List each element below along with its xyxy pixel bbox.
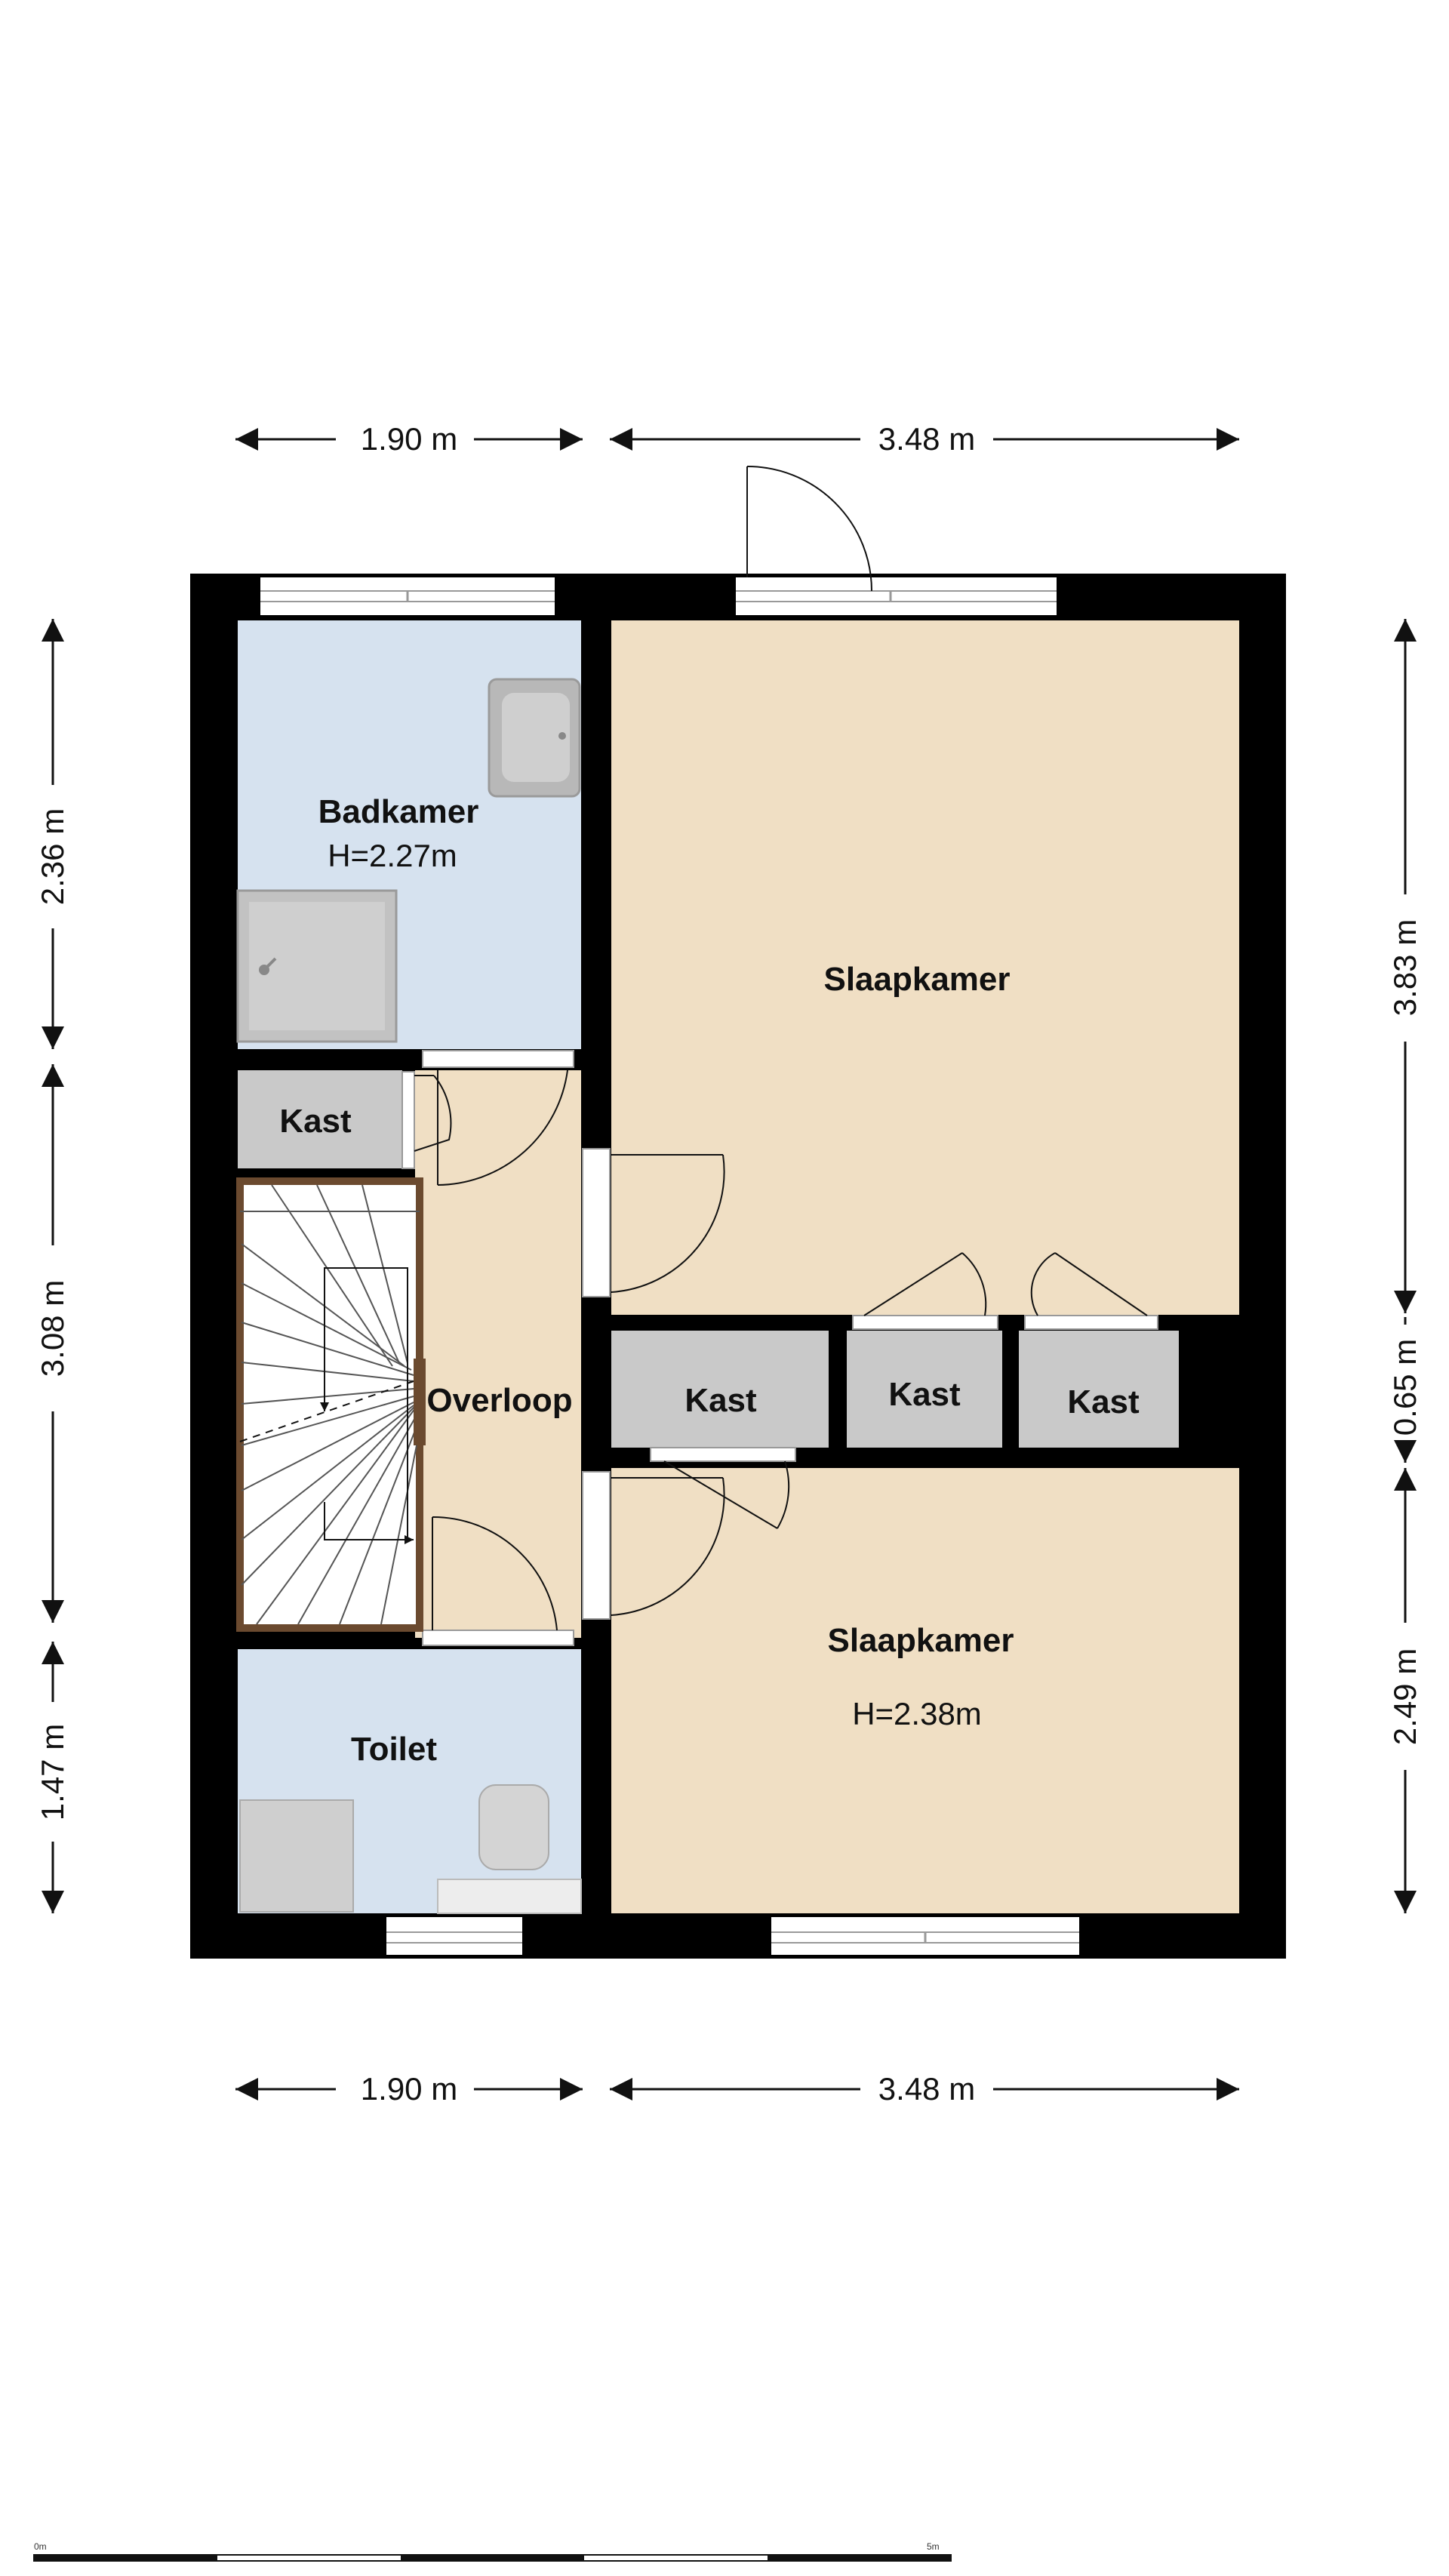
dim-top-left: 1.90 m	[361, 421, 457, 457]
doors	[401, 466, 1158, 1646]
scale-end: 5m	[927, 2541, 940, 2552]
door-slaapkamer-top	[582, 1148, 725, 1297]
room-kast-mid-3	[1019, 1331, 1179, 1448]
dim-bottom-right: 3.48 m	[878, 2071, 975, 2107]
label-slaapkamer-top: Slaapkamer	[823, 961, 1010, 998]
room-kast-mid-1	[611, 1331, 829, 1448]
dim-right-1: 3.83 m	[1387, 919, 1423, 1016]
dim-right-2: 0.65 m	[1387, 1339, 1423, 1436]
toilet-bowl-icon	[437, 1784, 582, 1914]
dimension-top: 1.90 m 3.48 m	[235, 421, 1239, 457]
door-kast-mid-3	[1024, 1252, 1158, 1330]
window-slaapkamer-bottom	[771, 1917, 1079, 1955]
label-overloop: Overloop	[426, 1382, 572, 1419]
room-overloop	[415, 1070, 581, 1638]
door-slaapkamer-bottom	[582, 1471, 725, 1620]
dim-left-2: 3.08 m	[35, 1280, 70, 1377]
shower-icon	[236, 889, 398, 1043]
label-slaapkamer-bottom: Slaapkamer	[827, 1622, 1014, 1659]
height-slaapkamer-bottom: H=2.38m	[852, 1696, 982, 1731]
window-toilet	[386, 1917, 522, 1955]
fixtures	[236, 678, 582, 1914]
door-toilet	[422, 1516, 574, 1646]
label-kast-mid-3: Kast	[1067, 1383, 1140, 1420]
sink-icon	[488, 678, 581, 798]
door-kast-mid-2	[852, 1252, 998, 1330]
window-slaapkamer-top	[736, 577, 1057, 615]
room-slaapkamer-top	[611, 620, 1239, 1315]
dimension-bottom: 1.90 m 3.48 m	[235, 2071, 1239, 2107]
dim-right-3: 2.49 m	[1387, 1648, 1423, 1745]
label-toilet: Toilet	[351, 1731, 437, 1768]
scale-bar: 0m 5m	[33, 2541, 952, 2562]
dim-left-3: 1.47 m	[35, 1724, 70, 1820]
dimension-right: 3.83 m 0.65 m 2.49 m	[1387, 619, 1423, 1913]
dim-left-1: 2.36 m	[35, 808, 70, 905]
room-kast-mid-2	[847, 1331, 1002, 1448]
door-balcony	[746, 466, 872, 592]
label-kast-left: Kast	[279, 1103, 352, 1140]
staircase	[236, 1177, 426, 1632]
room-kast-left	[238, 1070, 402, 1168]
washbasin-toilet-icon	[239, 1799, 354, 1913]
door-kast-mid-1	[650, 1447, 796, 1529]
dimension-left: 2.36 m 3.08 m 1.47 m	[35, 619, 70, 1913]
label-badkamer: Badkamer	[318, 793, 479, 830]
window-badkamer	[260, 577, 555, 615]
label-kast-mid-1: Kast	[685, 1382, 757, 1419]
door-badkamer	[422, 1050, 574, 1186]
height-badkamer: H=2.27m	[328, 838, 457, 873]
windows	[260, 577, 1079, 1955]
scale-start: 0m	[34, 2541, 47, 2552]
stair-direction-arrow	[239, 1267, 414, 1544]
dim-bottom-left: 1.90 m	[361, 2071, 457, 2107]
dim-top-right: 3.48 m	[878, 421, 975, 457]
door-kast-left	[401, 1071, 452, 1169]
label-kast-mid-2: Kast	[888, 1376, 961, 1413]
room-slaapkamer-bottom	[611, 1468, 1239, 1913]
